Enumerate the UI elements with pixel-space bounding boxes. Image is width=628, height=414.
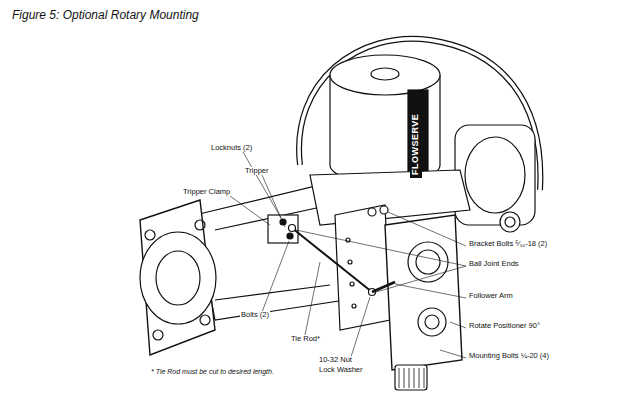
flange-hole [195, 220, 205, 230]
positioner-port-inner [425, 315, 439, 329]
follower-arm [372, 282, 395, 292]
bracket-plate [335, 205, 390, 330]
part-label: Bracket Bolts ⁵⁄₁₆-18 (2) [468, 240, 548, 248]
bracket-hole [350, 282, 354, 286]
bracket-hole [352, 304, 356, 308]
leader-lines [230, 152, 466, 360]
valve-face [465, 137, 525, 213]
bolt [287, 233, 293, 239]
gauge [395, 365, 427, 390]
part-label: Bolts (2) [240, 311, 270, 319]
gauge-ridges [399, 368, 424, 388]
footnote: * Tie Rod must be cut to desired length. [150, 368, 275, 376]
flange-hole [200, 315, 210, 325]
part-label: Locknuts (2) [210, 144, 253, 152]
part-label: Ball Joint Ends [468, 260, 520, 268]
actuator-top [330, 55, 440, 95]
bracket-hole [348, 260, 352, 264]
knob [500, 212, 520, 232]
flange-hole [153, 330, 163, 340]
actuator-cap [371, 68, 399, 80]
part-label: Rotate Positioner 90° [468, 322, 541, 330]
ball-joint [289, 225, 296, 232]
part-label: Mounting Bolts ¼-20 (4) [468, 352, 550, 360]
bracket-bolt [368, 208, 376, 216]
figure-title: Figure 5: Optional Rotary Mounting [12, 8, 199, 22]
flange-bore [156, 251, 200, 305]
flange-hole [145, 230, 155, 240]
part-label: 10-32 Nut [318, 356, 353, 364]
part-label: Tripper Clamp [182, 188, 231, 196]
part-label: Tie Rod* [290, 335, 321, 343]
tripper-clamp [268, 215, 298, 243]
part-label: Tripper [244, 167, 269, 175]
positioner [385, 215, 462, 370]
positioner-port [408, 242, 448, 282]
knob-center [505, 217, 515, 227]
positioner-port-inner [416, 250, 440, 274]
logo-band [408, 90, 428, 180]
flange-face [140, 232, 216, 324]
brand-logo: FLOWSERVE [410, 111, 422, 178]
flange [140, 200, 215, 355]
part-label: Lock Washer [318, 366, 364, 374]
positioner-port [418, 308, 446, 336]
bracket-bolt [380, 206, 388, 214]
part-label: Follower Arm [468, 292, 514, 300]
pipe-lines [215, 205, 330, 300]
